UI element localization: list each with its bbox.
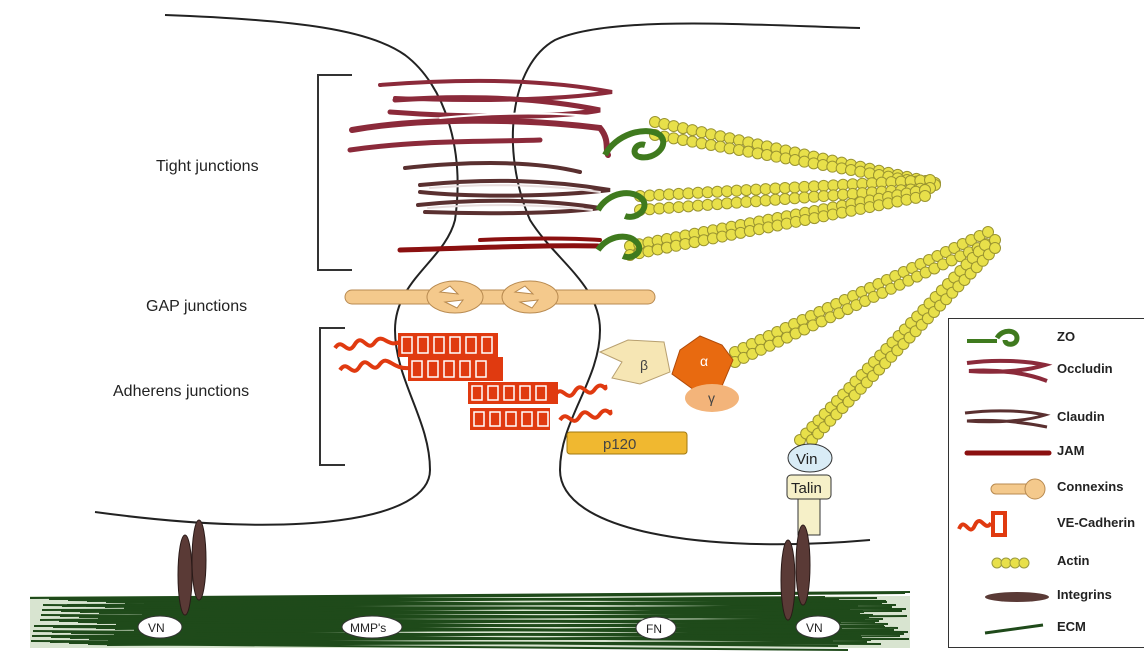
legend-item-integrins: Integrins [949, 581, 1144, 611]
actin-icon [957, 547, 1053, 577]
vn-left-label: VN [148, 621, 165, 635]
legend: ZO Occludin Claudin JAM Connexins VE-Cad… [948, 318, 1144, 648]
integrin-icon [957, 581, 1053, 611]
mmps-label: MMP's [350, 621, 386, 635]
occludin-strands [350, 81, 612, 155]
claudin-strands [405, 163, 610, 213]
alpha-label: α [700, 353, 708, 369]
legend-item-claudin: Claudin [949, 403, 1144, 433]
ecm-icon [957, 613, 1053, 643]
p120-label: p120 [603, 436, 636, 453]
left-cell-membrane [95, 15, 458, 525]
vn-right-label: VN [806, 621, 823, 635]
connexin-icon [957, 473, 1053, 503]
legend-item-zo: ZO [949, 323, 1144, 353]
adherens-junctions-label: Adherens junctions [113, 383, 249, 401]
legend-item-ecm: ECM [949, 613, 1144, 643]
ve-cadherin-icon [957, 509, 1053, 539]
gamma-label: γ [708, 390, 715, 406]
actin-filaments [625, 117, 1001, 446]
jam-icon [957, 437, 1053, 467]
legend-item-jam: JAM [949, 437, 1144, 467]
jam-strands [400, 239, 600, 251]
occludin-icon [957, 355, 1053, 385]
tight-junctions-label: Tight junctions [156, 158, 259, 176]
legend-item-ve-cadherin: VE-Cadherin [949, 509, 1144, 539]
gap-junctions-label: GAP junctions [146, 298, 247, 316]
legend-item-occludin: Occludin [949, 355, 1144, 385]
ve-cadherin-complex [335, 333, 611, 430]
beta-catenin [600, 340, 670, 384]
adherens-junction-bracket [320, 328, 345, 465]
legend-item-actin: Actin [949, 547, 1144, 577]
fn-label: FN [646, 622, 662, 636]
zo-icon [957, 323, 1053, 353]
vin-label: Vin [796, 451, 817, 468]
beta-label: β [640, 357, 648, 373]
tight-junction-bracket [318, 75, 352, 270]
legend-item-connexins: Connexins [949, 473, 1144, 503]
connexin-gap-junction [345, 281, 655, 313]
claudin-icon [957, 403, 1053, 433]
talin-label: Talin [791, 480, 822, 497]
